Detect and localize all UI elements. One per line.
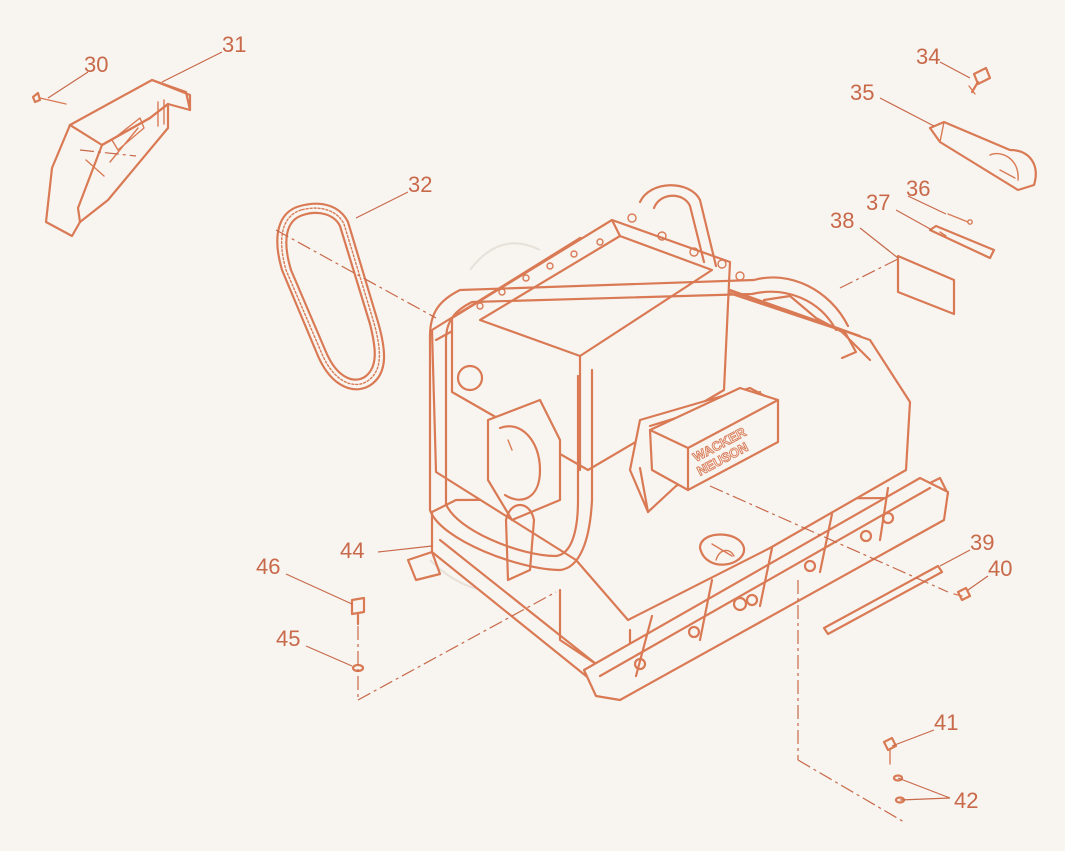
callout-39: 39 <box>970 530 994 555</box>
part-41-screw <box>882 736 898 765</box>
callout-40: 40 <box>988 556 1012 581</box>
main-machine: WACKER NEUSON <box>406 184 950 702</box>
part-40-bolt <box>953 586 972 602</box>
callout-32: 32 <box>408 172 432 197</box>
part-34-bolt <box>968 66 992 95</box>
callout-41: 41 <box>934 710 958 735</box>
callout-36: 36 <box>906 176 930 201</box>
callout-labels: 30 31 32 34 35 36 37 38 39 40 41 42 44 4… <box>84 32 1012 813</box>
part-37-strip <box>928 224 996 260</box>
part-39-side-rail <box>822 564 944 636</box>
part-38-label-plate <box>896 254 956 316</box>
part-35-bracket <box>928 120 1037 192</box>
part-46-bolt <box>350 596 366 626</box>
part-36-rivet <box>947 213 973 225</box>
assembly-lines <box>79 149 949 823</box>
callout-42: 42 <box>954 788 978 813</box>
callout-34: 34 <box>916 44 940 69</box>
callout-46: 46 <box>256 554 280 579</box>
callout-31: 31 <box>222 32 246 57</box>
leader-lines <box>47 51 989 801</box>
callout-30: 30 <box>84 52 108 77</box>
callout-45: 45 <box>276 626 300 651</box>
callout-38: 38 <box>830 208 854 233</box>
part-30-screw <box>31 91 67 105</box>
callout-37: 37 <box>866 190 890 215</box>
part-32-v-belt <box>276 202 386 391</box>
part-31-belt-guard <box>44 78 192 238</box>
callout-44: 44 <box>340 538 364 563</box>
callout-35: 35 <box>850 80 874 105</box>
